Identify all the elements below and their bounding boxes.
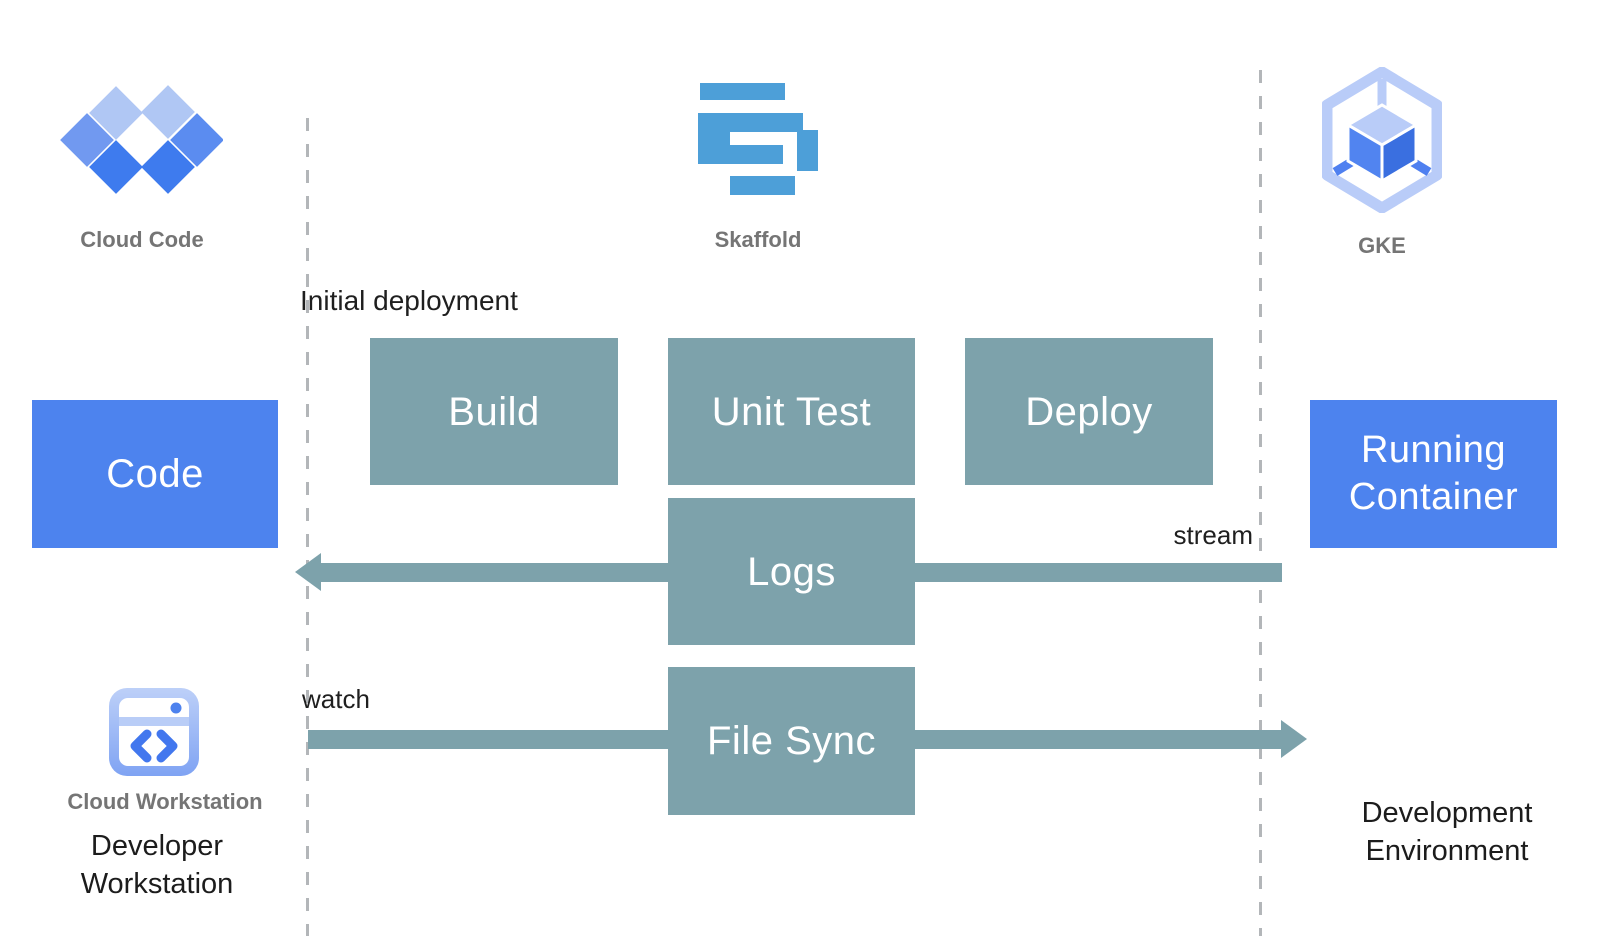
file-sync-box: File Sync xyxy=(668,667,915,815)
gke-icon xyxy=(1322,67,1442,213)
watch-label: watch xyxy=(302,684,370,714)
left-lane-divider xyxy=(306,118,309,936)
skaffold-icon xyxy=(698,83,818,195)
right-lane-divider xyxy=(1259,70,1262,936)
unit-test-box: Unit Test xyxy=(668,338,915,485)
cloud-workstation-icon xyxy=(108,687,200,777)
deploy-box: Deploy xyxy=(965,338,1213,485)
gke-label: GKE xyxy=(1358,233,1406,258)
stream-label: stream xyxy=(1173,520,1253,550)
file-sync-box-label: File Sync xyxy=(707,719,876,763)
cloud-code-label: Cloud Code xyxy=(80,227,204,252)
code-box-label: Code xyxy=(106,452,204,496)
logs-arrow-head-icon xyxy=(295,553,321,591)
code-box: Code xyxy=(32,400,278,548)
deploy-box-label: Deploy xyxy=(1025,389,1153,434)
running-container-box: Running Container xyxy=(1310,400,1557,548)
skaffold-label: Skaffold xyxy=(714,227,802,252)
initial-deployment-label: Initial deployment xyxy=(300,285,518,316)
file-sync-arrow-head-icon xyxy=(1281,720,1307,758)
running-container-box-label: Running Container xyxy=(1348,428,1519,519)
unit-test-box-label: Unit Test xyxy=(711,389,872,434)
build-box: Build xyxy=(370,338,618,485)
developer-workstation-caption: Developer Workstation xyxy=(80,830,234,900)
cloud-workstation-label: Cloud Workstation xyxy=(67,789,263,814)
cloud-code-icon xyxy=(57,84,223,194)
development-environment-caption: Development Environment xyxy=(1361,797,1533,867)
logs-box-label: Logs xyxy=(747,549,836,594)
build-box-label: Build xyxy=(448,389,540,434)
logs-box: Logs xyxy=(668,498,915,645)
